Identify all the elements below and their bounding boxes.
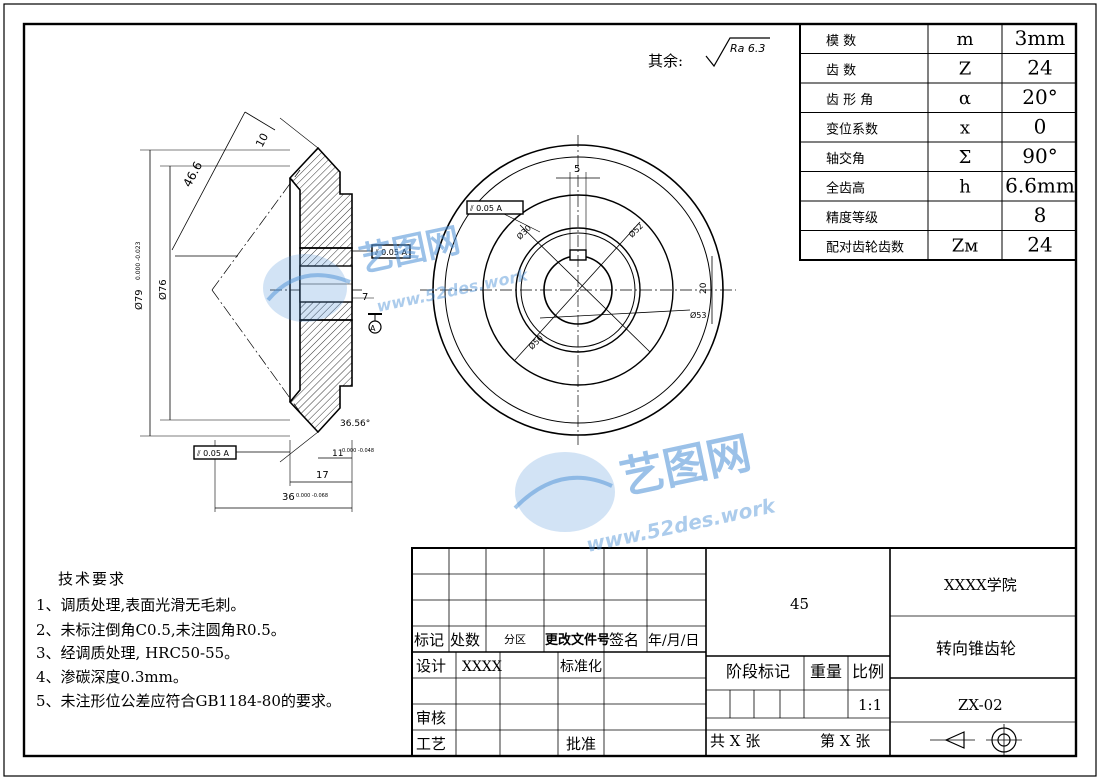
- drawing-number: ZX-02: [958, 696, 1003, 714]
- param-name: 变位系数: [826, 121, 878, 137]
- watermark-logo-2: 艺图网 www.52des.work: [513, 427, 779, 557]
- svg-text:⫽ 0.05 A: ⫽ 0.05 A: [196, 449, 229, 458]
- col-docno: 更改文件号: [545, 632, 610, 648]
- param-symbol: α: [959, 88, 971, 109]
- dim-36: 36: [282, 492, 295, 503]
- dim-phi53: Ø53: [690, 310, 706, 320]
- tech-req-item: 3、经调质处理, HRC50-55。: [36, 644, 239, 662]
- dim-phi79-tol: 0.000 -0.023: [135, 241, 142, 280]
- param-symbol: Σ: [959, 147, 972, 168]
- col-zone: 分区: [504, 633, 526, 646]
- dim-17: 17: [316, 470, 329, 481]
- svg-text:Ra 6.3: Ra 6.3: [730, 42, 765, 55]
- gdt-frame-2: ⫽ 0.05 A: [193, 445, 290, 460]
- part-name: 转向锥齿轮: [936, 639, 1016, 658]
- front-view: [420, 135, 736, 445]
- param-symbol: h: [959, 176, 971, 197]
- technical-requirements: 技术要求 1、调质处理,表面光滑无毛刺。 2、未标注倒角C0.5,未注圆角R0.…: [36, 570, 341, 710]
- svg-text:⫽ 0.05 A: ⫽ 0.05 A: [469, 204, 502, 213]
- dim-10: 10: [253, 131, 271, 149]
- title-block: [411, 547, 1077, 757]
- dim-20: 20: [699, 282, 709, 294]
- material: 45: [790, 595, 809, 613]
- param-value: 20°: [1022, 85, 1057, 109]
- param-name: 轴交角: [826, 151, 865, 167]
- gdt-frame-1: ⫽ 0.05 A: [352, 244, 411, 259]
- param-value: 8: [1034, 203, 1047, 227]
- title-block-text: 标记 处数 分区 更改文件号 签名 年/月/日 设计 XXXX 标准化 审核 工…: [414, 576, 1017, 753]
- roughness-note: 其余: Ra 6.3: [648, 37, 770, 70]
- param-symbol: Zм: [952, 235, 979, 256]
- designer-name: XXXX: [462, 659, 502, 675]
- param-symbol: x: [960, 117, 970, 138]
- col-sign: 签名: [609, 631, 639, 649]
- gdt-frame-3: ⫽ 0.05 A: [466, 200, 524, 215]
- param-name: 齿 形 角: [826, 93, 873, 108]
- dim-phi50: Ø50: [526, 333, 545, 352]
- dim-36-tol: 0.000 -0.068: [296, 493, 328, 499]
- dim-46-6: 46.6: [180, 159, 205, 189]
- param-name: 齿 数: [826, 63, 856, 78]
- svg-text:其余:: 其余:: [648, 52, 683, 70]
- param-name: 全齿高: [826, 180, 865, 196]
- dim-phi76: Ø76: [157, 279, 169, 300]
- label-approve: 批准: [566, 735, 596, 753]
- label-review: 审核: [416, 709, 446, 727]
- dim-phi30: Ø30: [514, 223, 533, 242]
- param-value: 3mm: [1015, 26, 1066, 50]
- param-symbol: Z: [959, 58, 972, 79]
- dim-11-tol: 0.000 -0.048: [342, 448, 374, 454]
- tech-req-title: 技术要求: [58, 570, 126, 588]
- sheets-total: 共 X 张: [710, 732, 760, 750]
- tech-req-item: 1、调质处理,表面光滑无毛刺。: [36, 596, 245, 614]
- param-name: 配对齿轮齿数: [826, 240, 904, 255]
- label-standard: 标准化: [560, 659, 602, 675]
- dim-phi52: Ø52: [626, 221, 645, 240]
- param-value: 6.6mm: [1005, 173, 1075, 197]
- sheet-number: 第 X 张: [820, 732, 870, 750]
- col-count: 处数: [450, 631, 480, 649]
- dim-angle: 36.56°: [340, 419, 370, 429]
- dim-phi79: Ø79: [133, 289, 145, 310]
- tech-req-item: 4、渗碳深度0.3mm。: [36, 668, 188, 686]
- section-view: [140, 111, 382, 512]
- label-design: 设计: [416, 657, 446, 675]
- col-date: 年/月/日: [648, 633, 699, 649]
- label-weight: 重量: [810, 662, 842, 681]
- dim-11: 11: [332, 449, 343, 459]
- param-value: 24: [1027, 55, 1052, 79]
- param-value: 0: [1034, 114, 1047, 138]
- param-symbol: m: [956, 29, 973, 50]
- scale-value: 1:1: [858, 696, 882, 714]
- tech-req-item: 2、未标注倒角C0.5,未注圆角R0.5。: [36, 621, 286, 639]
- gear-parameters-table: 模 数 m 3mm 齿 数 Z 24 齿 形 角 α 20° 变位系数 x 0 轴交角 Σ 90° 全齿高 h 6…: [799, 23, 1077, 261]
- datum-label: A: [370, 324, 376, 333]
- dim-7: 7: [362, 292, 368, 303]
- label-ratio: 比例: [852, 662, 884, 681]
- svg-text:⫽ 0.05 A: ⫽ 0.05 A: [374, 248, 407, 257]
- col-mark: 标记: [414, 631, 444, 649]
- dim-keyway-5: 5: [574, 164, 580, 175]
- projection-symbol-icon: [930, 724, 1022, 756]
- svg-text:艺图网: 艺图网: [616, 427, 756, 504]
- param-name: 精度等级: [826, 210, 878, 226]
- school-name: XXXX学院: [944, 576, 1017, 594]
- roughness-symbol-icon: [705, 37, 770, 68]
- param-value: 90°: [1022, 144, 1057, 168]
- label-stage: 阶段标记: [726, 662, 790, 681]
- svg-text:艺图网: 艺图网: [356, 220, 464, 280]
- tech-req-item: 5、未注形位公差应符合GB1184-80的要求。: [36, 692, 341, 710]
- param-value: 24: [1027, 232, 1052, 256]
- outer-border: [3, 3, 1097, 777]
- label-process: 工艺: [416, 735, 446, 753]
- param-name: 模 数: [826, 34, 856, 49]
